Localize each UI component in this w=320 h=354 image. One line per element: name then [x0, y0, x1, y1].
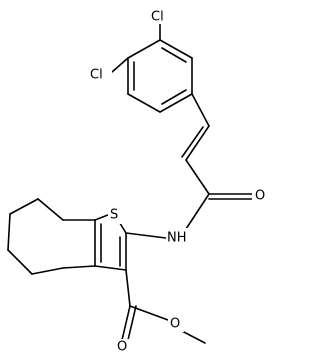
oxygen-atom-label: O: [117, 340, 127, 354]
bond: [181, 126, 204, 158]
bond: [9, 198, 39, 215]
atom-mask: [252, 187, 268, 203]
bond: [125, 232, 167, 239]
bond: [185, 193, 210, 230]
molecule-diagram: Cl Cl O S NH O O: [7, 9, 268, 354]
bond: [191, 93, 210, 127]
nh-atom-label: NH: [167, 231, 187, 246]
atom-mask: [150, 9, 172, 24]
atom-mask: [166, 228, 194, 246]
bond: [185, 125, 210, 161]
atom-mask: [115, 339, 131, 354]
bond: [127, 39, 161, 59]
bond: [31, 267, 64, 275]
atom-mask: [89, 67, 112, 82]
cyclooctane-ring: [7, 198, 96, 275]
bond: [7, 249, 33, 275]
oxygen-atom-label: O: [255, 189, 265, 204]
bond: [161, 89, 187, 105]
bond: [127, 305, 137, 341]
bond: [7, 213, 11, 251]
bond: [161, 47, 187, 63]
chlorine-atom-label: Cl: [90, 68, 103, 83]
atom-mask: [108, 206, 124, 224]
bond: [125, 269, 131, 307]
bond: [129, 305, 169, 321]
bond: [179, 329, 206, 344]
bond: [111, 57, 129, 73]
sulfur-atom-label: S: [110, 208, 118, 223]
chlorine-atom-label: Cl: [151, 10, 164, 25]
bond: [121, 305, 131, 341]
bond: [185, 159, 210, 195]
bond: [37, 198, 64, 221]
bond: [94, 265, 127, 271]
atom-mask: [168, 316, 184, 332]
bond: [127, 93, 161, 113]
bond: [62, 265, 96, 269]
dichlorophenyl-ring: [127, 39, 193, 113]
oxygen-atom-label: O: [170, 317, 180, 332]
bond: [159, 39, 193, 59]
bond: [159, 93, 193, 113]
